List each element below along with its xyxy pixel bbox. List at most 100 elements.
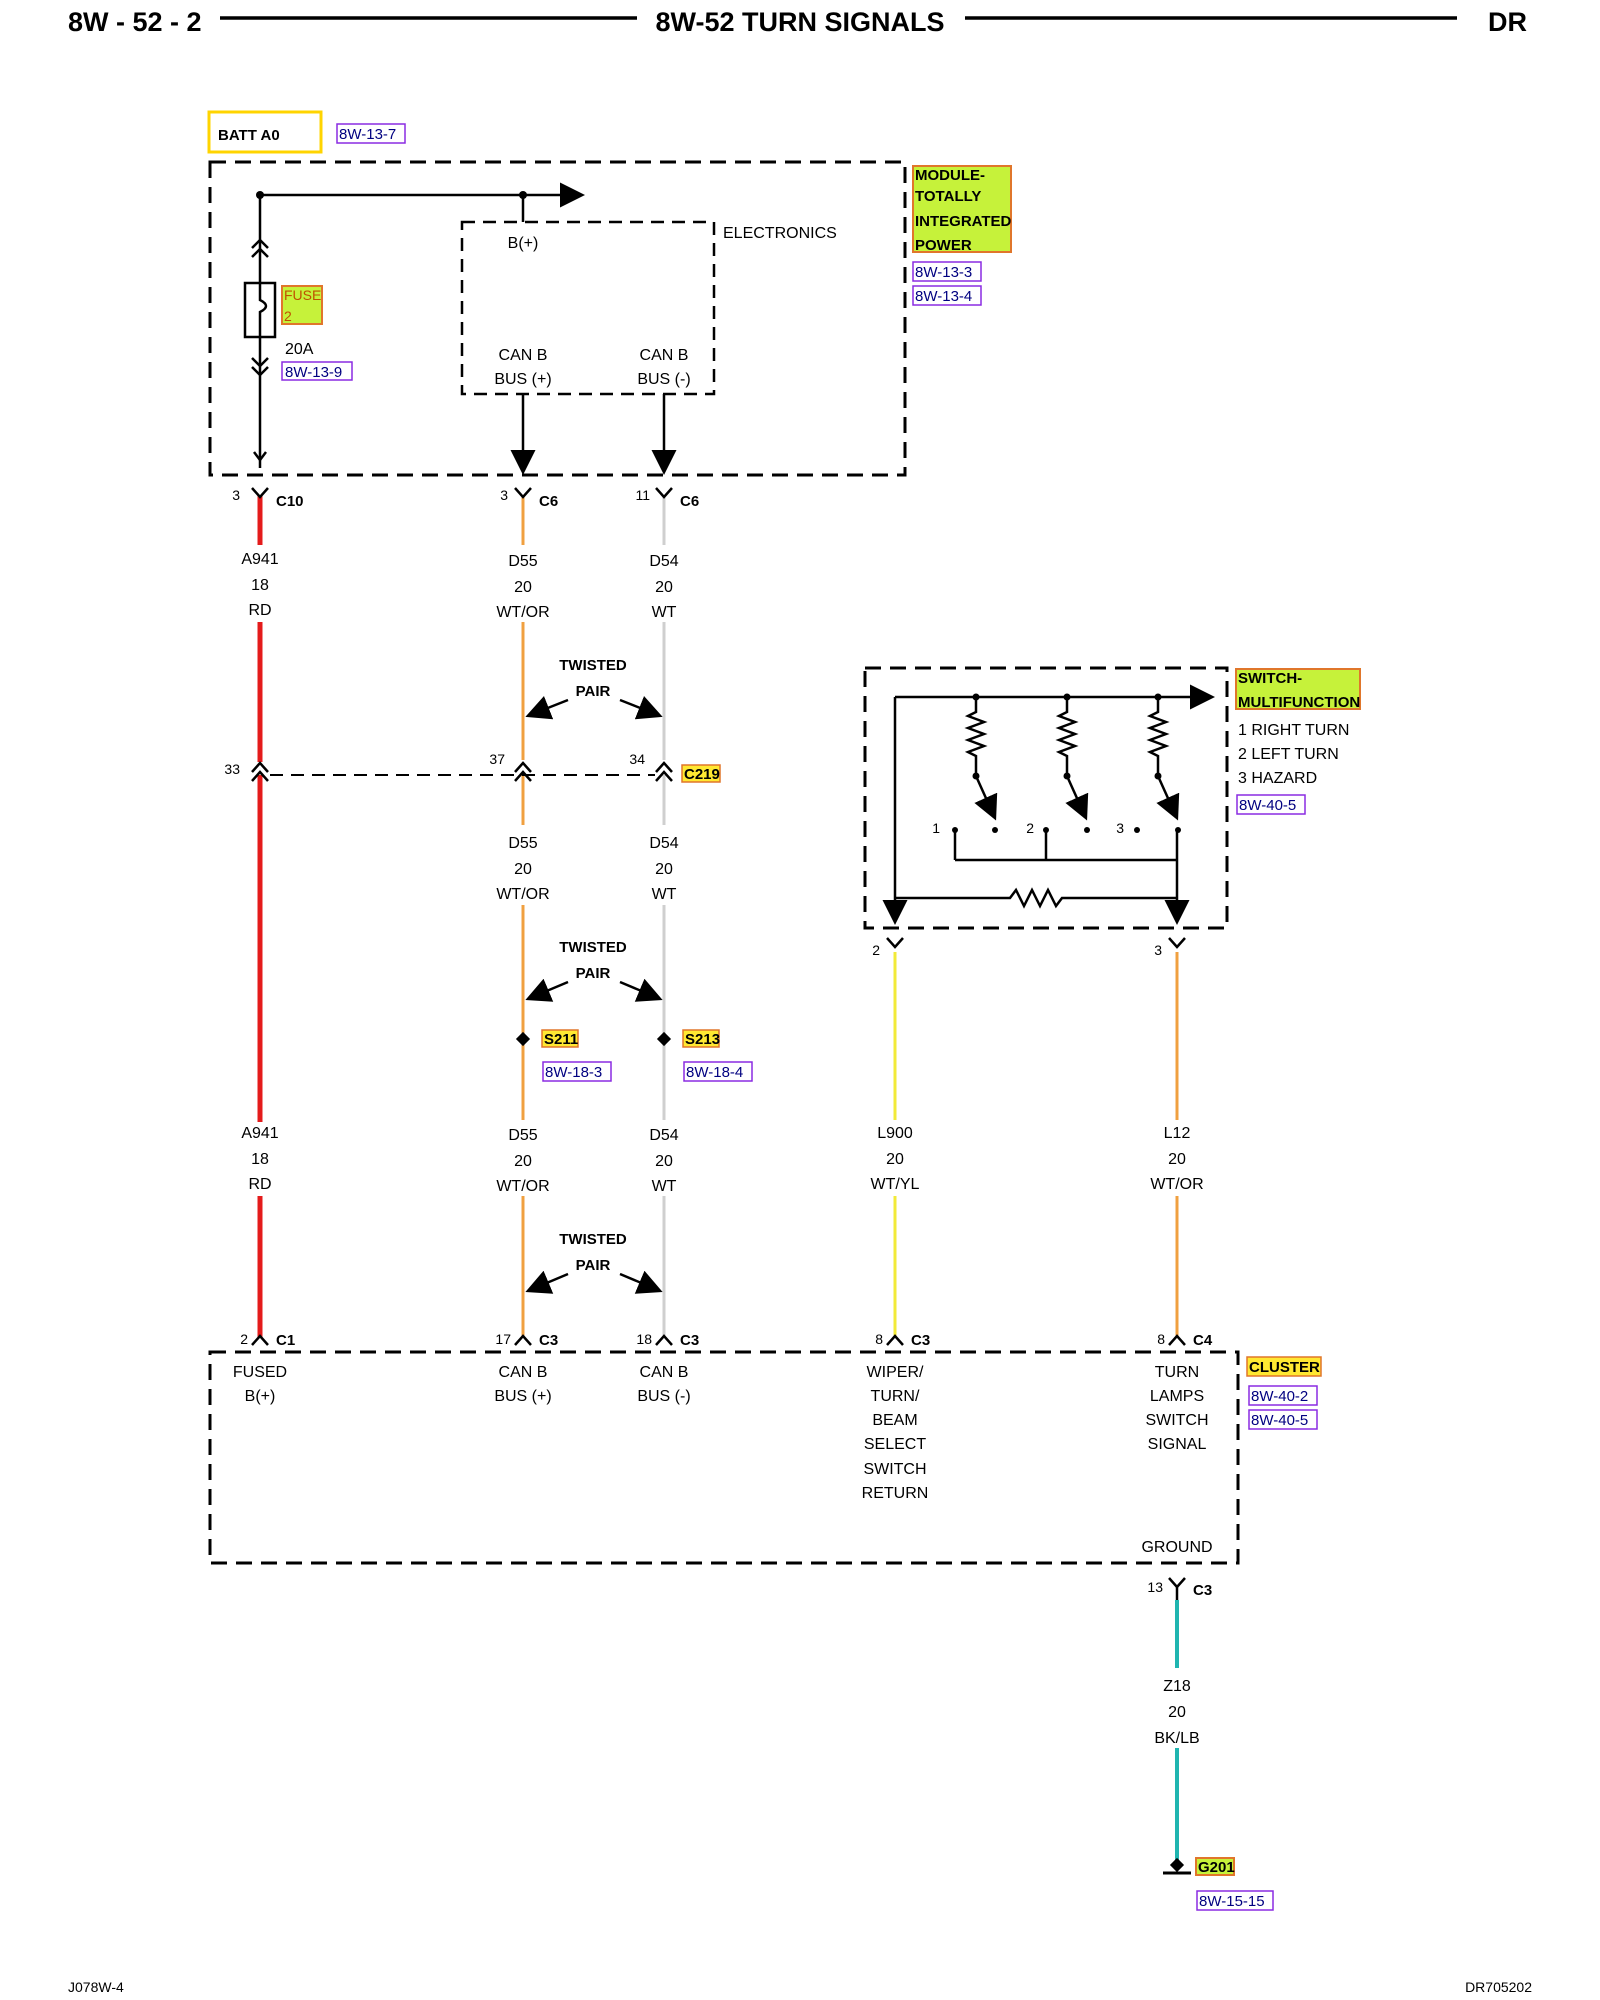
page-footer: J078W-4 DR705202 — [68, 1979, 1532, 1995]
mfs-pos-1: 1 — [932, 820, 940, 836]
switch-leg-2 — [1055, 693, 1089, 821]
a941-top-color: RD — [248, 602, 271, 619]
c219-a941-pin: 33 — [224, 761, 240, 777]
cl-wiper-l3: BEAM — [872, 1412, 917, 1429]
tipm-name-l3: INTEGRATED — [915, 213, 1012, 230]
mfs-ref-link[interactable]: 8W-40-5 — [1239, 797, 1296, 814]
twisted-pair-1-l1: TWISTED — [559, 657, 627, 674]
cl-c3c-pin: 8 — [875, 1331, 883, 1347]
cluster-ref-link-2[interactable]: 8W-40-5 — [1251, 1412, 1308, 1429]
cl-canb-minus-l2: BUS (-) — [637, 1388, 690, 1405]
z18-color: BK/LB — [1154, 1730, 1199, 1747]
a941-bot-gauge: 18 — [251, 1151, 269, 1168]
splice-s213-ref-link[interactable]: 8W-18-4 — [686, 1064, 743, 1081]
splice-s213-name: S213 — [685, 1031, 720, 1048]
cl-turn-l3: SWITCH — [1145, 1412, 1208, 1429]
cl-c3c-name: C3 — [911, 1332, 930, 1349]
fuse-label: FUSE — [284, 287, 321, 303]
footer-left-code: J078W-4 — [68, 1979, 124, 1995]
twisted-pair-2-l2: PAIR — [576, 965, 611, 982]
page-title: 8W-52 TURN SIGNALS — [656, 7, 945, 37]
c10-pin: 3 — [232, 487, 240, 503]
c6b-pin: 11 — [635, 487, 650, 503]
d54-top-id: D54 — [649, 553, 678, 570]
a941-top-id: A941 — [241, 551, 278, 568]
cl-c3b-pin: 18 — [636, 1331, 652, 1347]
l900-gauge: 20 — [886, 1151, 904, 1168]
d54-mid-id: D54 — [649, 835, 678, 852]
wires — [257, 495, 1179, 1860]
c219-d54-pin: 34 — [629, 751, 645, 767]
d55-bot-color: WT/OR — [496, 1178, 549, 1195]
tipm-ref-link-2[interactable]: 8W-13-4 — [915, 288, 972, 305]
d54-top-color: WT — [652, 604, 677, 621]
d55-mid-id: D55 — [508, 835, 537, 852]
tipm-name-l4: POWER — [915, 237, 972, 254]
cl-c3a-pin: 17 — [495, 1331, 511, 1347]
a941-bot-color: RD — [248, 1176, 271, 1193]
tipm-canb-plus-l1: CAN B — [499, 347, 548, 364]
electronics-label: ELECTRONICS — [723, 225, 837, 242]
d54-top-gauge: 20 — [655, 579, 673, 596]
twisted-pair-1-l2: PAIR — [576, 683, 611, 700]
splice-s211-name: S211 — [544, 1031, 578, 1048]
tipm-canb-plus-l2: BUS (+) — [494, 371, 551, 388]
battery-source: BATT A0 8W-13-7 — [207, 110, 406, 154]
d55-mid-color: WT/OR — [496, 886, 549, 903]
c6a-name: C6 — [539, 493, 558, 510]
splice-s211-ref-link[interactable]: 8W-18-3 — [545, 1064, 602, 1081]
cl-c3b-name: C3 — [680, 1332, 699, 1349]
tipm-name-l2: TOTALLY — [915, 188, 981, 205]
footer-right-code: DR705202 — [1465, 1979, 1532, 1995]
fuse-rating: 20A — [285, 341, 314, 358]
tipm-ref-link-1[interactable]: 8W-13-3 — [915, 264, 972, 281]
switch-leg-1 — [964, 693, 998, 821]
cluster-name: CLUSTER — [1249, 1359, 1320, 1376]
twisted-pair-3: TWISTED PAIR — [525, 1231, 663, 1294]
ground-circuit: 13 C3 Z18 20 BK/LB G201 8W-15-15 — [1147, 1577, 1274, 1911]
c6b-name: C6 — [680, 493, 699, 510]
wire-labels-mid: D55 20 WT/OR D54 20 WT — [496, 835, 678, 903]
tipm-canb-minus-l1: CAN B — [640, 347, 689, 364]
cl-c4-pin: 8 — [1157, 1331, 1165, 1347]
l12-id: L12 — [1164, 1125, 1191, 1142]
cl-turn-l4: SIGNAL — [1148, 1436, 1207, 1453]
splice-s211-dot — [515, 1031, 531, 1047]
mfs-legend-2: 2 LEFT TURN — [1238, 746, 1339, 763]
mfs-name-l2: MULTIFUNCTION — [1238, 694, 1360, 711]
fuse-number: 2 — [284, 308, 292, 324]
d55-top-color: WT/OR — [496, 604, 549, 621]
ground-ref-link[interactable]: 8W-15-15 — [1199, 1893, 1265, 1910]
c10-name: C10 — [276, 493, 304, 510]
d54-bot-gauge: 20 — [655, 1153, 673, 1170]
electronics-bplus: B(+) — [508, 235, 539, 252]
cluster-ref-link-1[interactable]: 8W-40-2 — [1251, 1388, 1308, 1405]
model-code: DR — [1488, 7, 1527, 37]
d55-bot-gauge: 20 — [514, 1153, 532, 1170]
batt-ref-link[interactable]: 8W-13-7 — [339, 126, 396, 143]
cl-c1-pin: 2 — [240, 1331, 248, 1347]
cl-wiper-l5: SWITCH — [863, 1461, 926, 1478]
mfs-legend-1: 1 RIGHT TURN — [1238, 722, 1349, 739]
wire-labels-top: A941 18 RD D55 20 WT/OR D54 20 WT — [241, 551, 678, 621]
twisted-pair-2-l1: TWISTED — [559, 939, 627, 956]
d55-top-gauge: 20 — [514, 579, 532, 596]
twisted-pair-3-l2: PAIR — [576, 1257, 611, 1274]
tipm-module: FUSE 2 20A 8W-13-9 ELECTRONICS B(+) CAN … — [208, 160, 1012, 477]
l12-gauge: 20 — [1168, 1151, 1186, 1168]
cl-gnd-pin: 13 — [1147, 1579, 1163, 1595]
ground-name: G201 — [1198, 1859, 1235, 1876]
cl-canb-plus-l2: BUS (+) — [494, 1388, 551, 1405]
cl-c4-name: C4 — [1193, 1332, 1213, 1349]
twisted-pair-2: TWISTED PAIR — [525, 939, 663, 1002]
multifunction-switch: 1 2 3 2 3 SWITCH- MULTIFUNCTION 1 RIGHT … — [863, 666, 1361, 958]
twisted-pair-3-l1: TWISTED — [559, 1231, 627, 1248]
page-number: 8W - 52 - 2 — [68, 7, 202, 37]
fuse-ref-link[interactable]: 8W-13-9 — [285, 364, 342, 381]
twisted-pair-1: TWISTED PAIR — [525, 657, 663, 720]
cl-turn-l1: TURN — [1155, 1364, 1199, 1381]
switch-leg-3 — [1146, 693, 1180, 821]
splices: S211 8W-18-3 S213 8W-18-4 — [515, 1029, 753, 1082]
batt-label: BATT A0 — [218, 127, 280, 144]
l900-id: L900 — [877, 1125, 913, 1142]
